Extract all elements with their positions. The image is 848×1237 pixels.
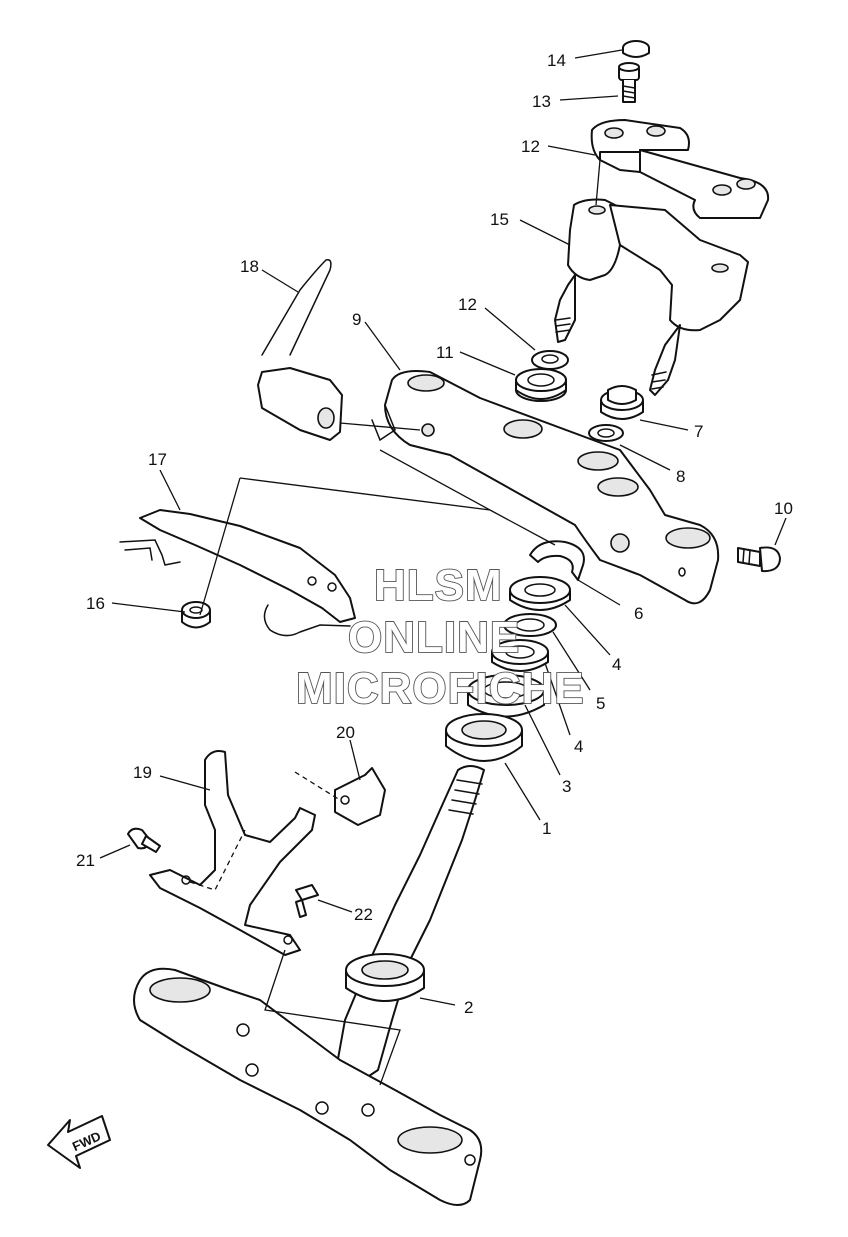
callout-23: 22 <box>354 905 373 924</box>
part-17-nut[interactable] <box>181 601 211 629</box>
watermark-line-2: ONLINE <box>348 613 520 662</box>
callout-21: 20 <box>336 723 355 742</box>
callout-10: 10 <box>774 499 793 518</box>
callout-12: 12 <box>458 295 477 314</box>
callout-22: 21 <box>76 851 95 870</box>
callout-8: 8 <box>676 467 685 486</box>
callout-18: 17 <box>148 450 167 469</box>
callout-14: 13 <box>532 92 551 111</box>
watermark-line-1: HLSM <box>374 561 503 610</box>
part-5-washer[interactable] <box>503 613 557 637</box>
part-23-bolt[interactable] <box>295 884 319 918</box>
forward-direction-arrow: FWD <box>47 1115 111 1169</box>
part-15-cap[interactable] <box>622 40 650 58</box>
part-21-stay[interactable] <box>334 767 386 826</box>
callout-9: 9 <box>352 310 361 329</box>
steering-stem-lower-bracket[interactable] <box>133 765 485 1206</box>
callout-labels: 14 13 12 15 18 9 12 11 7 8 10 17 16 6 4 … <box>76 51 793 1017</box>
part-12-washer[interactable] <box>531 350 569 370</box>
callout-2: 2 <box>464 998 473 1017</box>
watermark: HLSM ONLINE MICROFICHE <box>295 560 585 714</box>
callout-16: 15 <box>490 210 509 229</box>
part-10-bolt[interactable] <box>737 546 781 573</box>
part-11-bushing[interactable] <box>515 368 567 402</box>
part-13-upper-holder[interactable] <box>590 119 770 219</box>
part-7-nut[interactable] <box>600 385 644 420</box>
callout-11: 11 <box>436 343 454 362</box>
callout-15: 14 <box>547 51 566 70</box>
callout-7: 7 <box>694 422 703 441</box>
callout-3: 3 <box>562 777 571 796</box>
part-20-bracket[interactable] <box>149 750 316 956</box>
callout-17: 16 <box>86 594 105 613</box>
part-18-bracket[interactable] <box>119 509 356 637</box>
part-4-ring-nut-upper[interactable] <box>509 576 571 611</box>
callout-4-upper: 4 <box>612 655 621 674</box>
callout-4-lower: 4 <box>574 737 583 756</box>
part-16-lower-holder[interactable] <box>554 198 749 396</box>
callout-19: 18 <box>240 257 259 276</box>
callout-leaders <box>99 49 787 1006</box>
part-4-ring-nut-lower[interactable] <box>491 639 549 672</box>
assembly-lines <box>189 159 601 1086</box>
callout-5: 5 <box>596 694 605 713</box>
part-14-bolt[interactable] <box>618 62 640 103</box>
part-1-bearing-upper[interactable] <box>445 713 523 762</box>
part-2-bearing-lower[interactable] <box>345 953 425 1002</box>
callout-13: 12 <box>521 137 540 156</box>
watermark-line-3: MICROFICHE <box>296 664 585 713</box>
part-9-upper-bracket[interactable] <box>371 370 720 605</box>
part-6-lock-washer[interactable] <box>529 540 585 581</box>
callout-1: 1 <box>542 819 551 838</box>
callout-6: 6 <box>634 604 643 623</box>
part-22-bolt[interactable] <box>127 827 161 853</box>
part-19-clip[interactable] <box>257 258 343 441</box>
part-8-washer[interactable] <box>588 424 624 442</box>
callout-20: 19 <box>133 763 152 782</box>
